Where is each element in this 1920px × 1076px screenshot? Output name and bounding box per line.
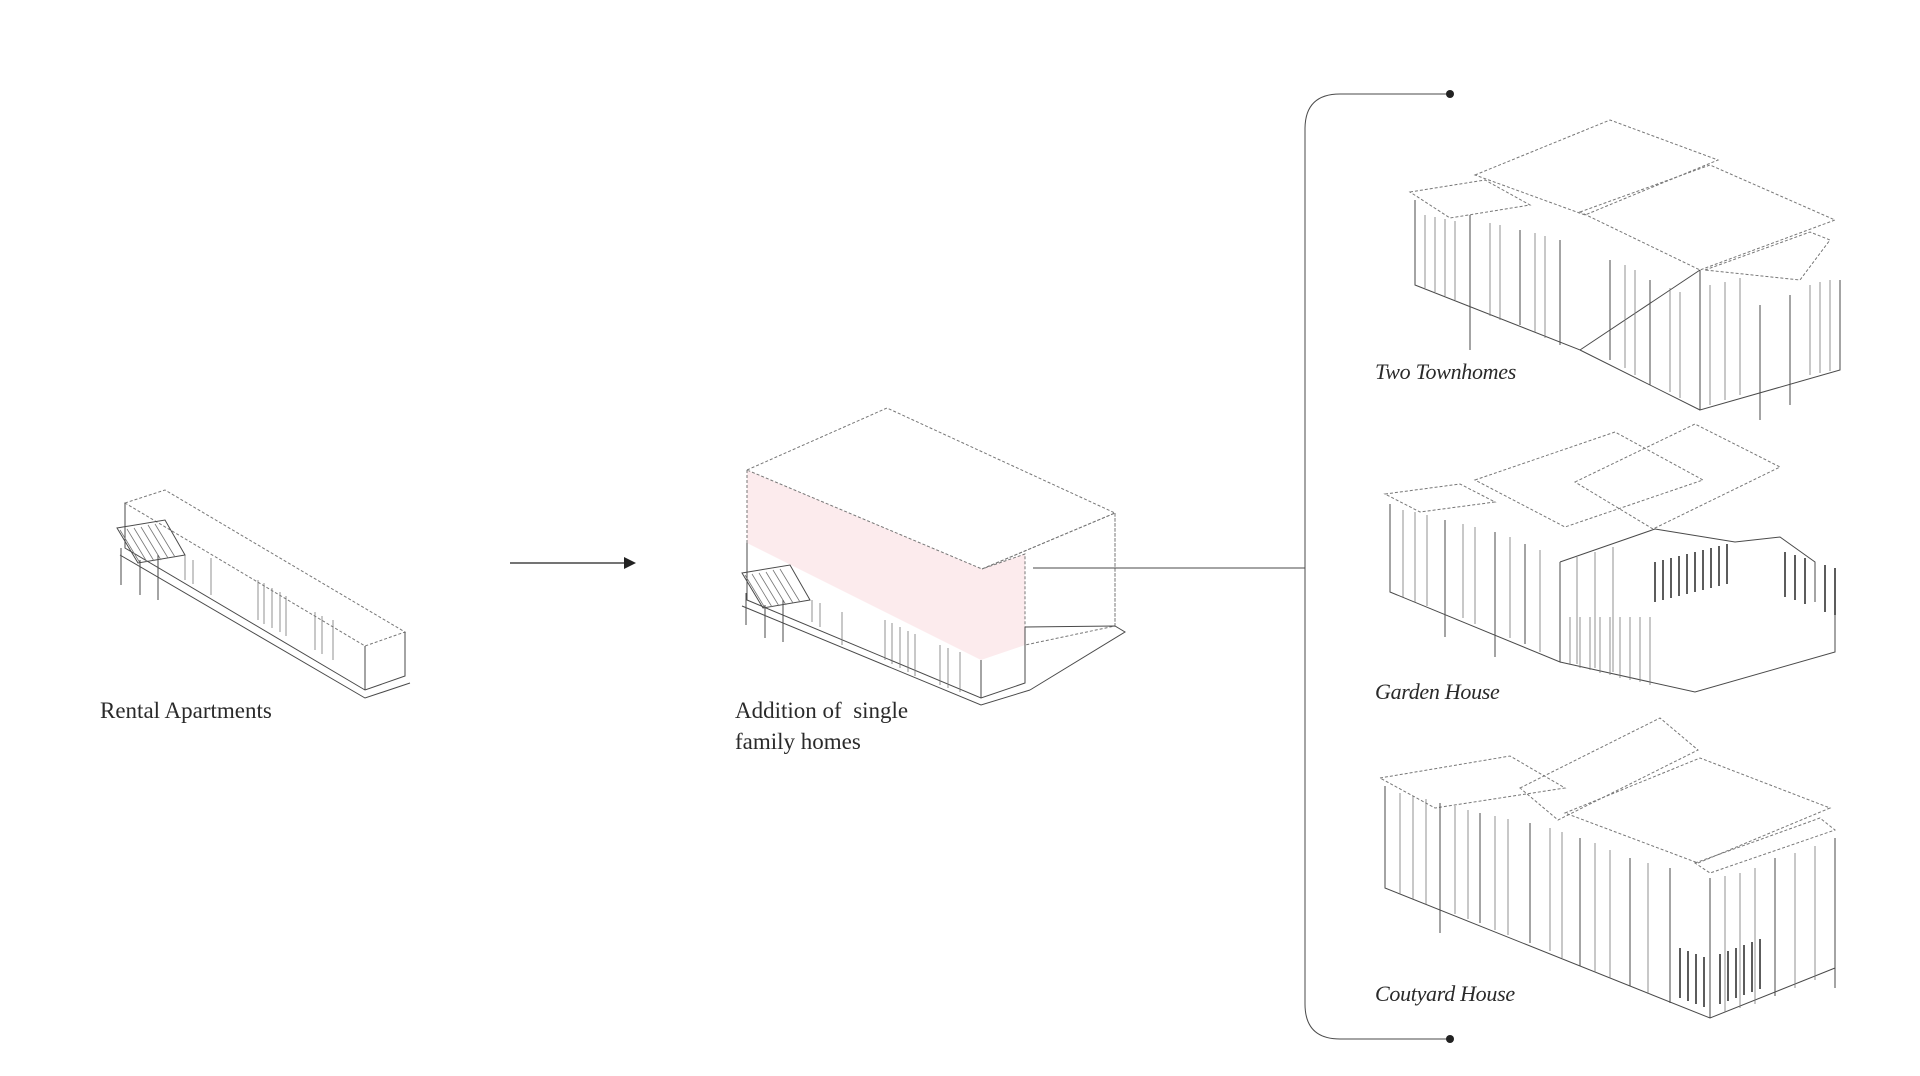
option-two-townhomes-label: Two Townhomes <box>1375 359 1516 384</box>
garden-house-drawing <box>1383 423 1836 693</box>
rental-apartments-label: Rental Apartments <box>100 698 272 723</box>
transition-arrow <box>510 557 636 569</box>
coutyard-house-drawing <box>1378 717 1837 1019</box>
option-coutyard-house-label: Coutyard House <box>1375 981 1515 1006</box>
addition-volume-top <box>745 407 1117 570</box>
two-townhomes-drawing <box>1408 119 1841 420</box>
addition-label-line-1: Addition of single <box>735 698 909 723</box>
options-bracket <box>1033 90 1454 1043</box>
addition-volume-front <box>747 470 1025 660</box>
addition-label: Addition of single family homes <box>735 695 908 757</box>
addition-label-line-2: family homes <box>735 729 861 754</box>
rental-apartments-drawing <box>116 489 411 699</box>
option-garden-house-label: Garden House <box>1375 679 1500 704</box>
addition-drawing <box>741 407 1126 706</box>
